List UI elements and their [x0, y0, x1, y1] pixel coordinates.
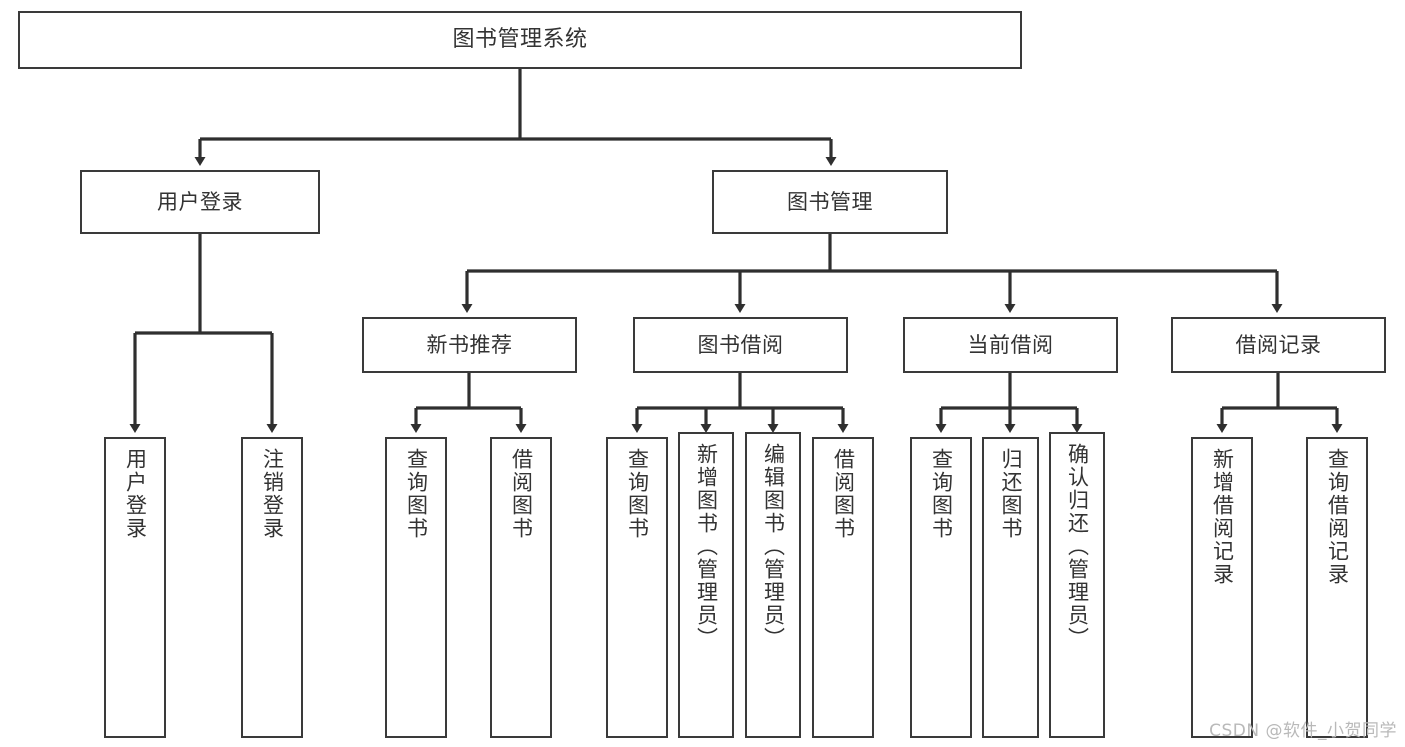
node-label: 编辑图书（管理员）	[761, 443, 786, 650]
node-label: 借阅图书	[831, 448, 856, 540]
node-new-book-recommend[interactable]: 新书推荐	[362, 317, 577, 373]
node-label: 用户登录	[123, 448, 148, 540]
leaf-borrow-edit-book[interactable]: 编辑图书（管理员）	[745, 432, 801, 738]
node-label: 确认归还（管理员）	[1065, 443, 1090, 650]
node-label: 查询借阅记录	[1325, 448, 1350, 586]
node-borrow-record[interactable]: 借阅记录	[1171, 317, 1386, 373]
leaf-borrow-borrow-book[interactable]: 借阅图书	[812, 437, 874, 738]
node-label: 注销登录	[260, 448, 285, 540]
node-label: 图书管理	[787, 189, 873, 214]
node-label: 新增借阅记录	[1210, 448, 1235, 586]
node-label: 图书借阅	[697, 332, 784, 357]
leaf-record-query[interactable]: 查询借阅记录	[1306, 437, 1368, 738]
node-label: 借阅图书	[509, 448, 534, 540]
node-label: 查询图书	[929, 448, 954, 540]
node-label: 借阅记录	[1235, 332, 1322, 357]
node-label: 查询图书	[404, 448, 429, 540]
node-book-borrow[interactable]: 图书借阅	[633, 317, 848, 373]
leaf-recommend-borrow-book[interactable]: 借阅图书	[490, 437, 552, 738]
node-root-system[interactable]: 图书管理系统	[18, 11, 1022, 69]
leaf-current-confirm-return[interactable]: 确认归还（管理员）	[1049, 432, 1105, 738]
leaf-borrow-query-book[interactable]: 查询图书	[606, 437, 668, 738]
node-user-login[interactable]: 用户登录	[80, 170, 320, 234]
leaf-record-add[interactable]: 新增借阅记录	[1191, 437, 1253, 738]
node-book-management[interactable]: 图书管理	[712, 170, 948, 234]
leaf-user-login[interactable]: 用户登录	[104, 437, 166, 738]
leaf-current-query-book[interactable]: 查询图书	[910, 437, 972, 738]
leaf-borrow-add-book[interactable]: 新增图书（管理员）	[678, 432, 734, 738]
node-label: 查询图书	[625, 448, 650, 540]
node-current-borrow[interactable]: 当前借阅	[903, 317, 1118, 373]
node-label: 图书管理系统	[452, 27, 588, 53]
leaf-current-return-book[interactable]: 归还图书	[982, 437, 1039, 738]
node-label: 用户登录	[157, 189, 243, 214]
node-label: 新书推荐	[426, 332, 513, 357]
node-label: 新增图书（管理员）	[694, 443, 719, 650]
node-label: 当前借阅	[967, 332, 1054, 357]
leaf-user-logout[interactable]: 注销登录	[241, 437, 303, 738]
leaf-recommend-query-book[interactable]: 查询图书	[385, 437, 447, 738]
watermark: CSDN @软件_小贺同学	[1209, 721, 1397, 741]
node-label: 归还图书	[999, 448, 1023, 540]
